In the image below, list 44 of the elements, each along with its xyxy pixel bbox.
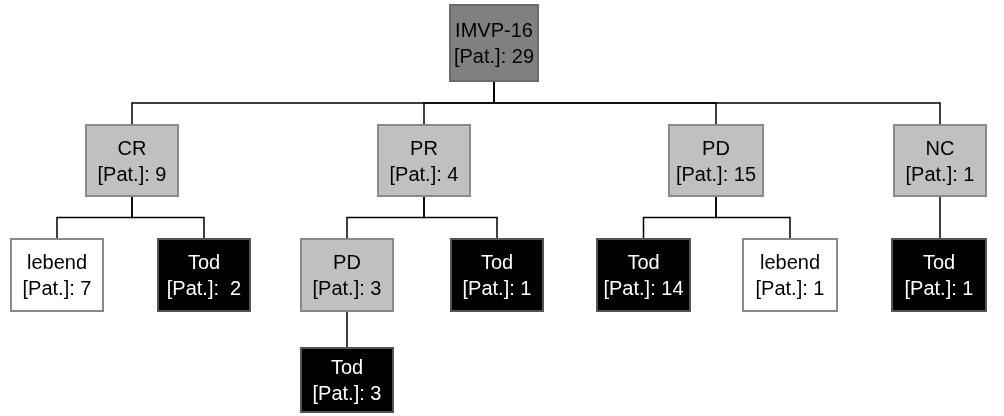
patient-count: [Pat.]: 1 [462, 276, 532, 301]
patient-count: [Pat.]: 3 [312, 276, 382, 301]
patient-count: [Pat.]: 1 [755, 276, 825, 301]
patient-count: [Pat.]: 14 [603, 276, 684, 301]
tree-box [157, 238, 251, 312]
box-heading: Tod [187, 250, 221, 275]
connector-line [131, 196, 205, 239]
tree-box [596, 238, 691, 312]
connector-line [939, 196, 941, 239]
patient-count: [Pat.]: 2 [166, 276, 242, 301]
patient-count: [Pat.]: 7 [22, 276, 92, 301]
box-heading: lebend [759, 250, 821, 275]
tree-box [742, 238, 838, 312]
box-heading: CR [117, 135, 147, 161]
patient-count: [Pat.]: 1 [905, 161, 975, 187]
box-heading: PD [333, 250, 361, 275]
box-heading: Tod [627, 250, 660, 275]
box-heading: Tod [922, 250, 956, 275]
box-heading: Tod [330, 355, 364, 380]
tree-box [300, 347, 394, 413]
tree-box [85, 124, 179, 197]
tree-box [377, 124, 471, 197]
tree-box [449, 4, 539, 82]
tree-box [300, 238, 394, 312]
tree-box [891, 238, 987, 312]
box-heading: Tod [480, 250, 514, 275]
box-heading: lebend [26, 250, 88, 275]
box-heading: IMVP-16 [455, 18, 533, 43]
tree-box [10, 238, 104, 312]
box-heading: PD [702, 135, 730, 161]
tree-box [668, 124, 764, 197]
patient-count: [Pat.]: 3 [312, 381, 382, 406]
patient-count: [Pat.]: 15 [675, 161, 757, 187]
box-heading: PR [410, 135, 438, 161]
connector-line [423, 196, 498, 239]
patient-count: [Pat.]: 1 [904, 276, 974, 301]
patient-count: [Pat.]: 4 [389, 161, 459, 187]
tree-box [450, 238, 544, 312]
patient-count: [Pat.]: 29 [453, 44, 535, 69]
connector-line [346, 311, 348, 348]
patient-count: [Pat.]: 9 [97, 161, 167, 187]
box-heading: NC [925, 135, 955, 161]
connector-line [715, 196, 791, 239]
tree-box [893, 124, 987, 197]
